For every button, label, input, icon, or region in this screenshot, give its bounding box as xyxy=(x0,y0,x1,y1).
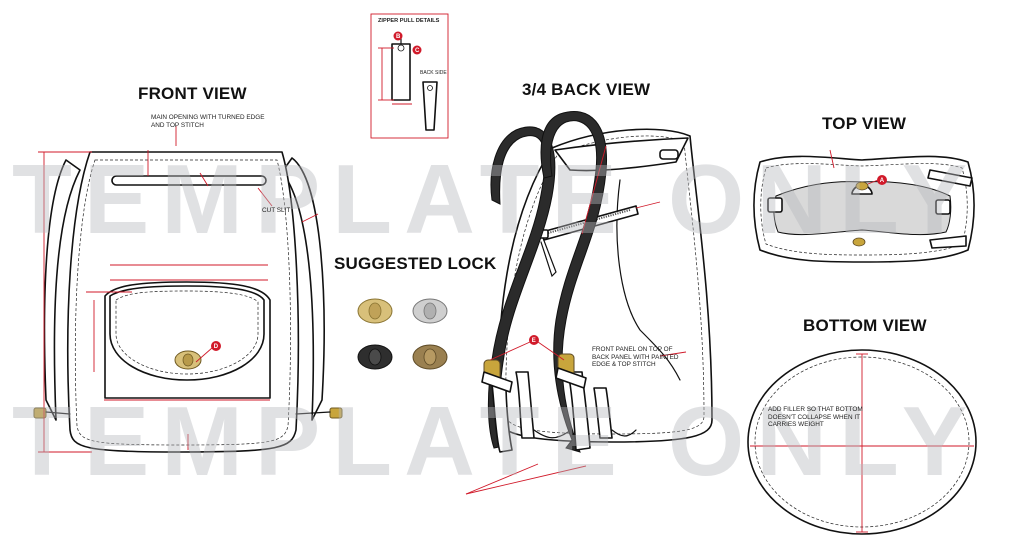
zipper-pull-title: ZIPPER PULL DETAILS xyxy=(378,18,440,24)
marker-e-label: E xyxy=(532,338,536,344)
note-back-side: BACK SIDE xyxy=(420,70,447,76)
note-add-filler: ADD FILLER SO THAT BOTTOM DOESN'T COLLAP… xyxy=(768,406,863,429)
bottom-view-title: BOTTOM VIEW xyxy=(803,316,927,335)
suggested-lock-title: SUGGESTED LOCK xyxy=(334,254,497,273)
silver-lock xyxy=(412,298,448,324)
pocket-flap xyxy=(109,285,265,381)
gold-lock xyxy=(357,298,393,324)
marker-d xyxy=(211,341,221,351)
bronze-lock xyxy=(412,344,448,370)
front-right-strap xyxy=(281,157,325,421)
top-view-title: TOP VIEW xyxy=(822,114,907,133)
back-view-title: 3/4 BACK VIEW xyxy=(522,80,651,99)
marker-d-label: D xyxy=(214,344,219,350)
marker-c-label: C xyxy=(415,48,420,54)
suggested-locks xyxy=(357,298,448,370)
front-left-strap xyxy=(43,159,81,421)
marker-a xyxy=(877,175,887,185)
marker-a-label: A xyxy=(880,178,885,184)
bottom-view-drawing xyxy=(747,349,977,535)
note-cut-slit: CUT SLIT xyxy=(262,207,291,214)
zipper-pull-box: B C xyxy=(370,13,449,139)
front-view-title: FRONT VIEW xyxy=(138,84,247,103)
back-dimension-lines xyxy=(465,145,687,495)
back-left-strap xyxy=(487,126,556,449)
zipper-pull-back xyxy=(422,81,438,131)
marker-b-label: B xyxy=(396,34,401,40)
front-right-buckle xyxy=(329,407,343,419)
back-view-drawing: E xyxy=(465,111,713,495)
zipper-pull-front xyxy=(391,43,411,101)
note-main-opening: MAIN OPENING WITH TURNED EDGE AND TOP ST… xyxy=(151,114,265,129)
marker-e xyxy=(529,335,539,345)
black-lock xyxy=(357,344,393,370)
front-dimension-lines xyxy=(38,126,319,453)
top-view-drawing: A xyxy=(753,149,975,263)
drawstring-channel xyxy=(111,175,267,186)
front-view-drawing: D xyxy=(33,126,343,453)
front-left-buckle xyxy=(33,407,47,419)
top-lock xyxy=(855,181,869,191)
note-front-panel: FRONT PANEL ON TOP OF BACK PANEL WITH PA… xyxy=(592,346,679,369)
back-right-strap xyxy=(540,111,608,453)
